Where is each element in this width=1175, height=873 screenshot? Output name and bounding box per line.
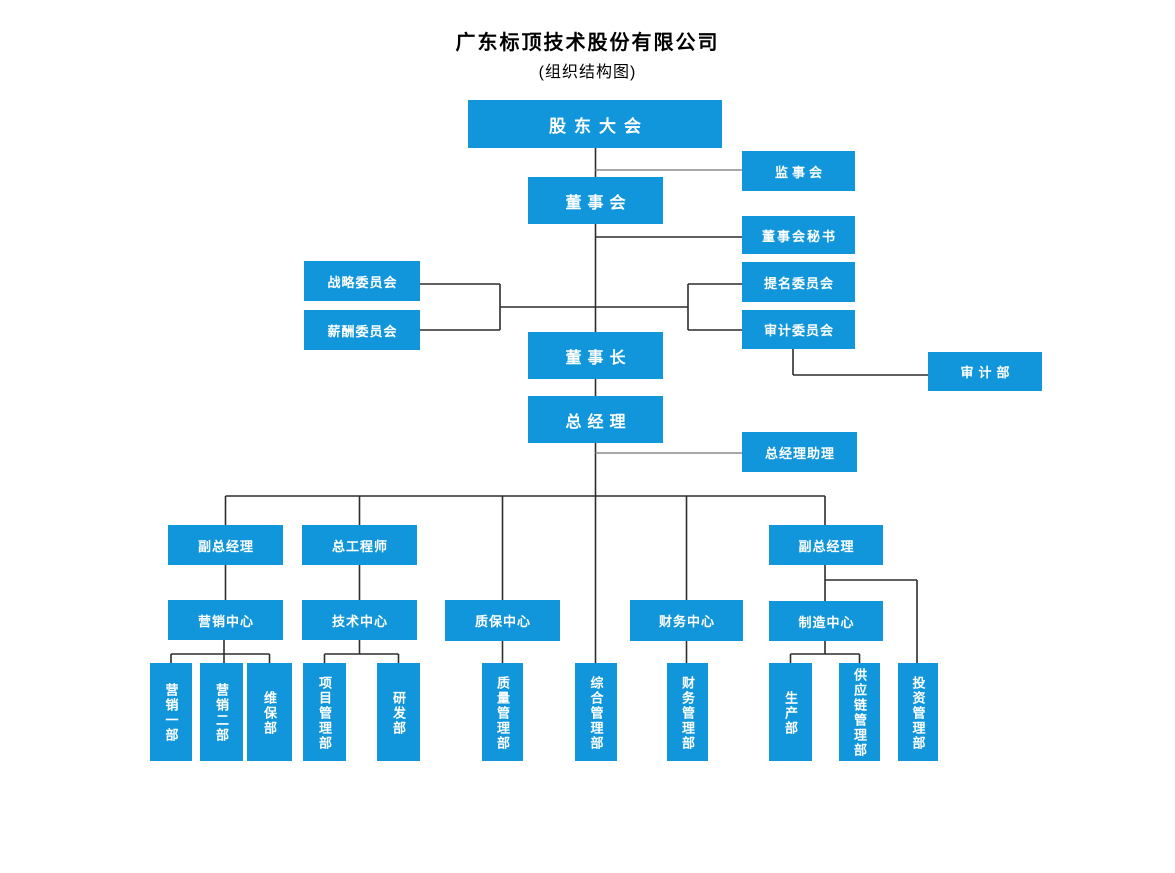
node-compensation-committee: 薪酬委员会 — [304, 310, 420, 350]
node-supply-chain-dept: 供应链管理部 — [839, 663, 880, 761]
node-audit-committee: 审计委员会 — [742, 310, 855, 349]
node-nomination-committee: 提名委员会 — [742, 262, 855, 302]
node-marketing-center: 营销中心 — [168, 600, 283, 640]
node-general-mgmt-dept: 综合管理部 — [575, 663, 617, 761]
node-technology-center: 技术中心 — [302, 600, 417, 640]
node-quality-mgmt-dept: 质量管理部 — [482, 663, 523, 761]
node-qa-center: 质保中心 — [445, 600, 560, 641]
node-manufacturing-center: 制造中心 — [769, 601, 883, 641]
node-gm-assistant: 总经理助理 — [742, 432, 857, 472]
node-chairman: 董事长 — [528, 332, 663, 379]
node-rd-dept: 研发部 — [377, 663, 420, 761]
node-general-manager: 总经理 — [528, 396, 663, 443]
node-board-of-directors: 董事会 — [528, 177, 663, 224]
node-finance-center: 财务中心 — [630, 600, 743, 641]
node-board-secretary: 董事会秘书 — [742, 216, 855, 254]
node-maintenance-dept: 维保部 — [247, 663, 292, 761]
node-supervisory-board: 监事会 — [742, 151, 855, 191]
node-finance-mgmt-dept: 财务管理部 — [667, 663, 708, 761]
node-shareholders-meeting: 股东大会 — [468, 100, 722, 148]
node-strategy-committee: 战略委员会 — [304, 261, 420, 301]
node-marketing-dept-1: 营销一部 — [150, 663, 192, 761]
node-marketing-dept-2: 营销二部 — [200, 663, 243, 761]
node-audit-department: 审计部 — [928, 352, 1042, 391]
page-title: 广东标顶技术股份有限公司 — [455, 32, 720, 54]
page-subtitle: (组织结构图) — [538, 64, 637, 81]
node-project-mgmt-dept: 项目管理部 — [303, 663, 346, 761]
node-production-dept: 生产部 — [769, 663, 812, 761]
node-deputy-gm-left: 副总经理 — [168, 525, 283, 565]
node-chief-engineer: 总工程师 — [302, 525, 417, 565]
node-deputy-gm-right: 副总经理 — [769, 525, 883, 565]
node-investment-dept: 投资管理部 — [898, 663, 938, 761]
